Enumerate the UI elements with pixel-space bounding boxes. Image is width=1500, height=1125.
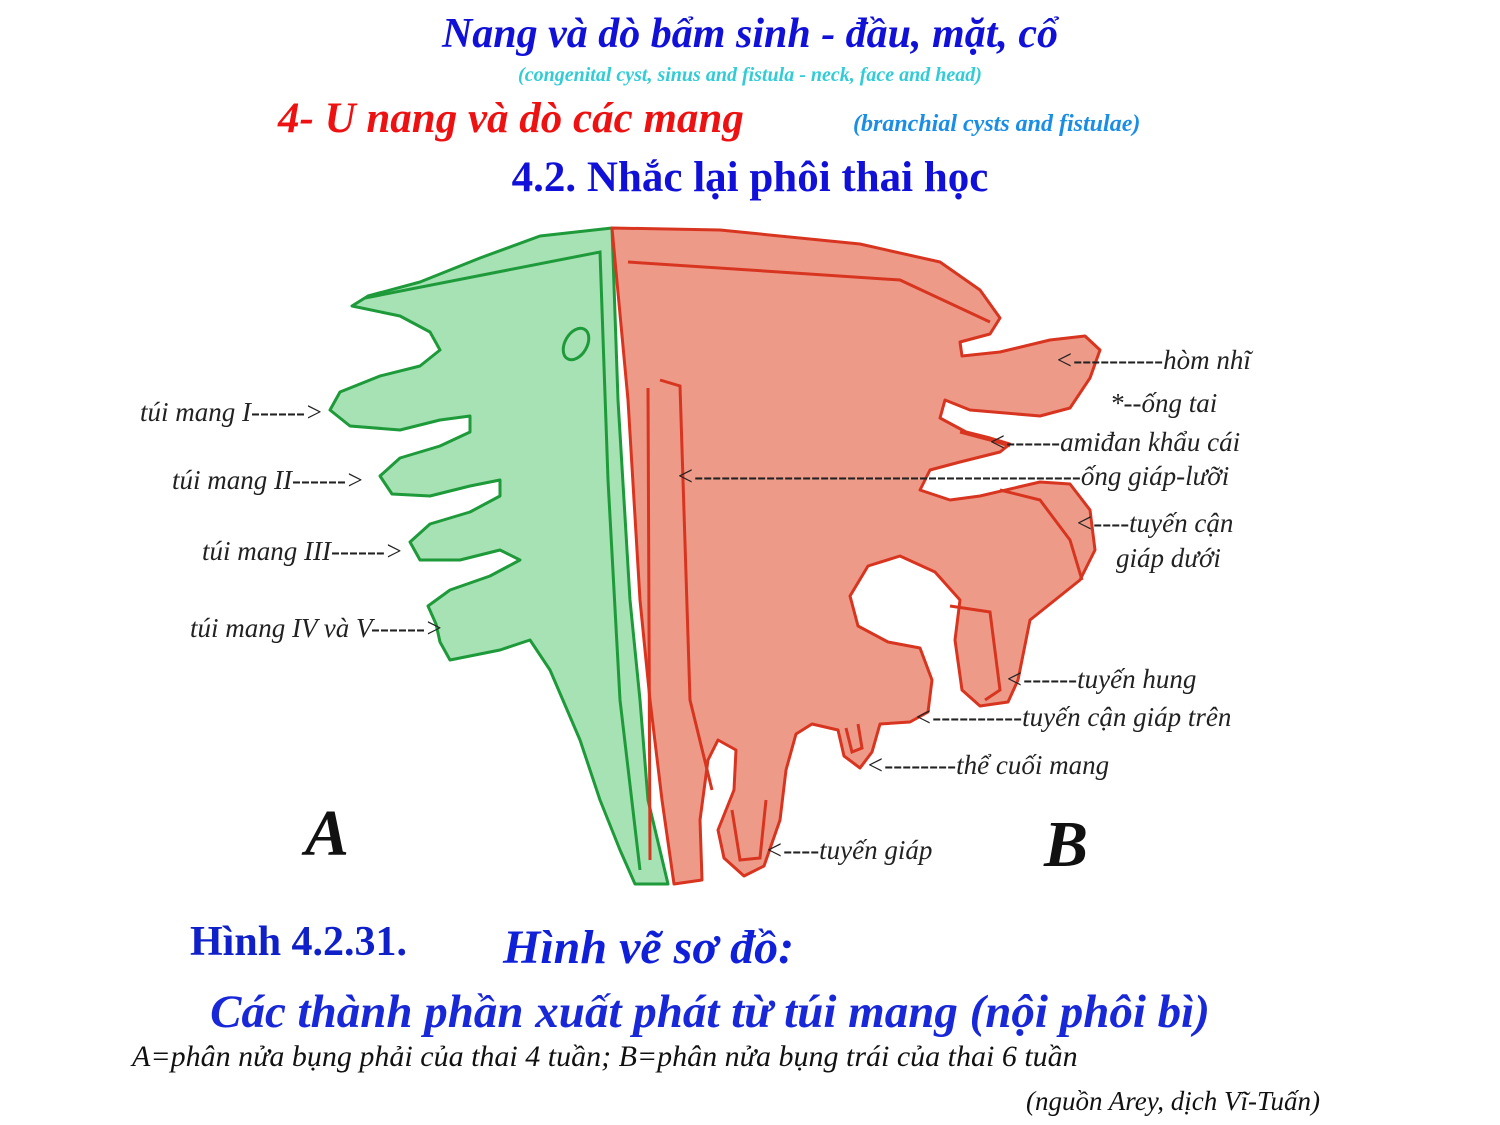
label-inferior-parathyroid-line2: giáp dưới	[1116, 543, 1221, 573]
panel-b-inner-outline	[627, 260, 991, 861]
label-pouch-3: túi mang III------>	[202, 536, 404, 566]
section-title-english: (branchial cysts and fistulae)	[853, 111, 1141, 137]
label-pouch-1: túi mang I------>	[140, 397, 324, 427]
panel-a-oval	[561, 326, 591, 362]
figure-caption: A=phân nửa bụng phải của thai 4 tuần; B=…	[132, 1040, 1078, 1073]
label-thyroglossal-duct: <---------------------------------------…	[676, 461, 1230, 491]
label-ear-canal: *--ống tai	[1110, 388, 1218, 418]
figure-subtitle: Các thành phần xuất phát từ túi mang (nộ…	[210, 986, 1210, 1038]
label-pouch-2: túi mang II------>	[172, 465, 365, 495]
panel-a-shape	[328, 226, 670, 886]
panel-b-ultimobranchial-outline	[844, 723, 864, 755]
section-title: 4- U nang và dò các mang	[278, 95, 744, 142]
label-inferior-parathyroid: <----tuyến cận	[1075, 508, 1234, 538]
panel-b-parathyroid-outline	[949, 488, 1084, 702]
label-pouch-4-5: túi mang IV và V------>	[190, 613, 444, 643]
subsection-title: 4.2. Nhắc lại phôi thai học	[511, 154, 989, 201]
panel-b-shape	[610, 226, 1102, 886]
panel-a-inner-line	[364, 250, 642, 871]
label-ultimobranchial-body: <--------thể cuối mang	[866, 750, 1110, 780]
panel-b-tonsil-outline	[959, 430, 1011, 448]
label-thymus: <------tuyến hung	[1005, 664, 1197, 694]
figure-number: Hình 4.2.31.	[190, 919, 408, 965]
page-title: Nang và dò bẩm sinh - đầu, mặt, cổ	[441, 11, 1059, 57]
panel-b-thyroid-outline	[730, 799, 768, 862]
label-palatine-tonsil: <------amiđan khẩu cái	[988, 427, 1241, 457]
figure-source: (nguồn Arey, dịch Vĩ-Tuấn)	[1026, 1086, 1320, 1116]
page-title-english: (congenital cyst, sinus and fistula - ne…	[518, 64, 982, 86]
label-thyroid: <----tuyến giáp	[765, 835, 933, 865]
figure-title: Hình vẽ sơ đồ:	[503, 921, 795, 974]
label-superior-parathyroid: <----------tuyến cận giáp trên	[914, 702, 1232, 732]
label-tympanic-cavity: <----------hòm nhĩ	[1055, 345, 1251, 375]
panel-b-letter: B	[1044, 808, 1089, 881]
panel-a-letter: A	[305, 797, 350, 870]
